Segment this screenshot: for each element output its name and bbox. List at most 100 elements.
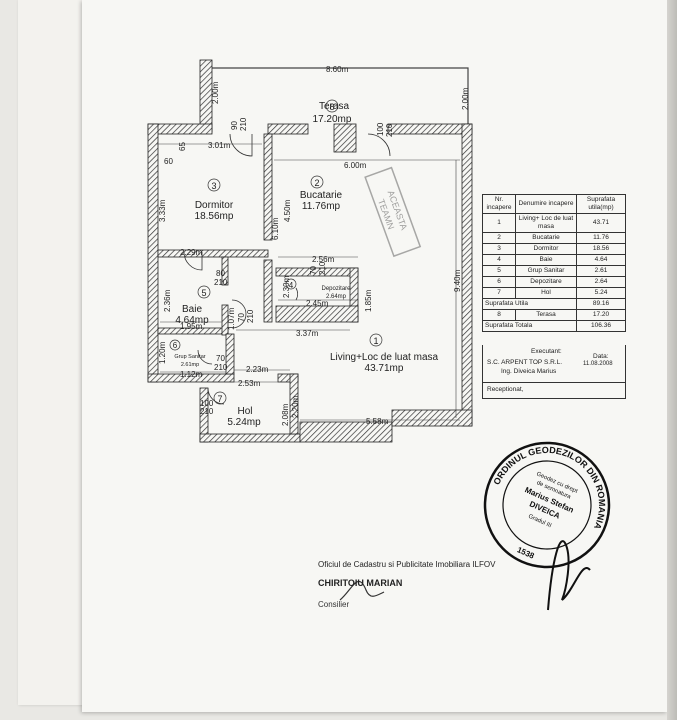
diagonal-stamp: ACEASTA TEAMN — [364, 166, 422, 258]
office-name: Oficiul de Cadastru si Publicitate Imobi… — [318, 560, 496, 569]
dim-860: 8.60m — [326, 65, 349, 74]
room-area-dormitor: 18.56mp — [195, 211, 234, 222]
dimension-labels: 8.60m 2.00m 2.00m 90 210 100 210 3.01m 6… — [158, 65, 470, 426]
dim-301: 3.01m — [208, 141, 231, 150]
dim-600: 6.00m — [344, 161, 367, 170]
dim-112: 1.12m — [180, 370, 203, 379]
room-number-1: 1 — [373, 336, 378, 346]
room-name-bucatarie: Bucatarie — [300, 190, 343, 201]
room-number-2: 2 — [314, 178, 319, 188]
walls — [147, 59, 473, 443]
areas-table: Nr. incapere Denumire incapere Suprafata… — [482, 194, 626, 332]
table-header-area: Suprafata utila(mp) — [576, 194, 626, 214]
room-name-hol: Hol — [237, 406, 252, 417]
door-100-b: 100 — [200, 399, 214, 408]
door-210-c: 210 — [214, 278, 228, 287]
room-number-5: 5 — [201, 288, 206, 298]
executor-engineer: Ing. Diveica Marius — [501, 368, 557, 375]
dimension-lines — [156, 67, 466, 421]
date-label: Data: — [593, 353, 609, 360]
dim-223: 2.23m — [246, 365, 269, 374]
table-header-name: Denumire incapere — [515, 194, 577, 214]
dim-208: 2.08m — [281, 403, 290, 426]
table-header-nr: Nr. incapere — [482, 194, 516, 214]
door-70-a: 70 — [309, 266, 318, 275]
door-210-d: 210 — [318, 261, 327, 275]
dim-236: 2.36m — [163, 289, 172, 312]
dim-256: 2.56m — [312, 255, 335, 264]
room-name-depozitare: Depozitare — [321, 286, 351, 292]
room-area-living: 43.71mp — [365, 363, 404, 374]
room-area-terasa: 17.20mp — [313, 114, 352, 125]
dim-195: 1.95m — [180, 322, 203, 331]
room-name-grup-sanitar: Grup Sanitar — [174, 354, 205, 360]
door-210-f: 210 — [214, 363, 228, 372]
room-number-8: 8 — [329, 102, 334, 112]
room-area-hol: 5.24mp — [227, 417, 261, 428]
room-name-living: Living+Loc de luat masa — [330, 352, 439, 363]
dim-229: 2.29m — [180, 248, 203, 257]
dim-60: 60 — [164, 157, 173, 166]
door-210-a: 210 — [239, 117, 248, 131]
receptionat-box: Receptionat, — [482, 383, 626, 399]
date-value: 11.08.2008 — [583, 361, 613, 367]
room-number-3: 3 — [211, 181, 216, 191]
room-area-depozitare: 2.64mp — [326, 294, 347, 300]
door-70-c: 70 — [216, 354, 225, 363]
dim-107: 1.07m — [227, 307, 236, 330]
page-edge-shadow — [667, 0, 677, 720]
stamp-number: 1538 — [516, 545, 536, 561]
executor-company: S.C. ARPENT TOP S.R.L. — [487, 359, 563, 366]
room-number-4: 4 — [289, 281, 294, 290]
door-210-e: 210 — [246, 309, 255, 323]
dim-245: 2.45m — [306, 299, 329, 308]
room-area-baie: 4.64mp — [175, 315, 209, 326]
dim-253: 2.53m — [238, 379, 261, 388]
dim-940: 9.40m — [453, 269, 462, 292]
executor-box: Executant: S.C. ARPENT TOP S.R.L. Ing. D… — [482, 345, 626, 383]
door-80: 80 — [216, 269, 225, 278]
room-labels: 8 Terasa 17.20mp 2 Bucatarie 11.76mp 3 D… — [173, 101, 439, 428]
door-100-a: 100 — [376, 122, 385, 136]
room-area-bucatarie: 11.76mp — [302, 201, 341, 212]
room-number-6: 6 — [173, 341, 178, 350]
executor-label: Executant: — [531, 348, 562, 355]
dim-120: 1.20m — [158, 341, 167, 364]
door-210-b: 210 — [385, 123, 394, 137]
room-name-terasa: Terasa — [319, 101, 349, 112]
room-name-dormitor: Dormitor — [195, 200, 234, 211]
dim-65: 65 — [178, 142, 187, 151]
chief-role: Consilier — [318, 600, 350, 609]
dim-200-right: 2.00m — [461, 87, 470, 110]
room-name-baie: Baie — [182, 304, 202, 315]
dim-610: 6.10m — [271, 217, 280, 240]
chief-name: CHIRITOIU MARIAN — [318, 578, 403, 588]
dim-558: 5.58m — [366, 417, 389, 426]
dim-450: 4.50m — [283, 199, 292, 222]
door-70-b: 70 — [237, 313, 246, 322]
door-210-g: 210 — [200, 407, 214, 416]
dim-200-left: 2.00m — [211, 81, 220, 104]
dim-185: 1.85m — [364, 289, 373, 312]
room-area-grup-sanitar: 2.61mp — [181, 362, 199, 368]
door-90: 90 — [230, 121, 239, 130]
room-number-7: 7 — [217, 394, 222, 404]
underlying-page — [18, 0, 88, 705]
dim-220: 2.20m — [291, 395, 300, 418]
floor-plan-sheet — [82, 0, 667, 712]
footer-signature — [339, 581, 385, 601]
room-number-circles — [169, 99, 383, 405]
dim-337: 3.37m — [296, 329, 319, 338]
dim-333: 3.33m — [158, 199, 167, 222]
